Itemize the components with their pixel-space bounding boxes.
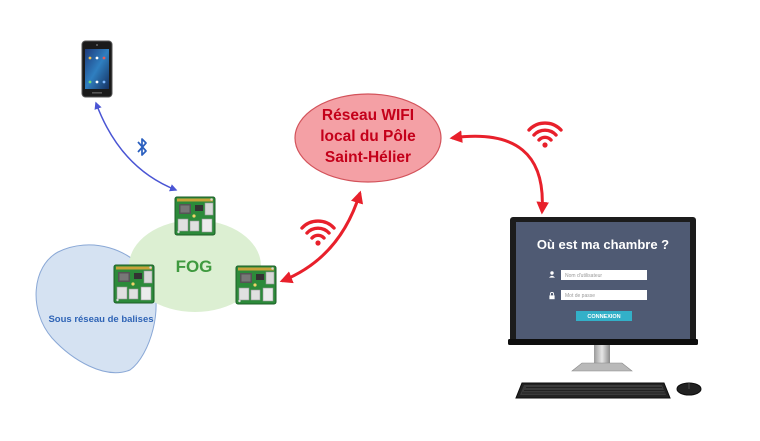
fog-label: FOG [176, 257, 213, 276]
smartphone-icon [81, 40, 113, 98]
lock-icon [549, 292, 555, 300]
wifi-network-label-line-2: local du Pôle [320, 128, 416, 145]
password-placeholder: Mot de passe [565, 293, 595, 299]
mouse [676, 382, 702, 396]
login-screen-title: Où est ma chambre ? [537, 237, 669, 252]
username-field[interactable] [561, 270, 647, 280]
connexion-button[interactable] [576, 311, 632, 321]
password-field[interactable] [561, 290, 647, 300]
keyboard [515, 382, 671, 399]
wifi-to-computer-link-arrow [449, 130, 549, 215]
wifi-icon [300, 219, 336, 248]
fog-area [129, 220, 261, 312]
fog-to-wifi-link-arrow [279, 190, 364, 284]
username-placeholder: Nom d'utilisateur [565, 273, 602, 279]
wifi-icon [527, 121, 563, 150]
user-icon [549, 271, 555, 278]
bluetooth-icon [137, 138, 147, 156]
raspberry-pi-board-icon [113, 264, 155, 304]
raspberry-pi-board-icon [174, 196, 216, 236]
wifi-network-label-line-3: Saint-Hélier [325, 149, 411, 166]
bluetooth-link-arrow [94, 101, 178, 192]
computer-monitor [508, 217, 698, 372]
raspberry-pi-board-icon [235, 265, 277, 305]
wifi-network-area [294, 93, 442, 183]
connexion-button-label: CONNEXION [587, 314, 620, 320]
wifi-network-label-line-1: Réseau WIFI [322, 107, 414, 124]
beacon-subnetwork-label: Sous réseau de balises [48, 314, 153, 325]
